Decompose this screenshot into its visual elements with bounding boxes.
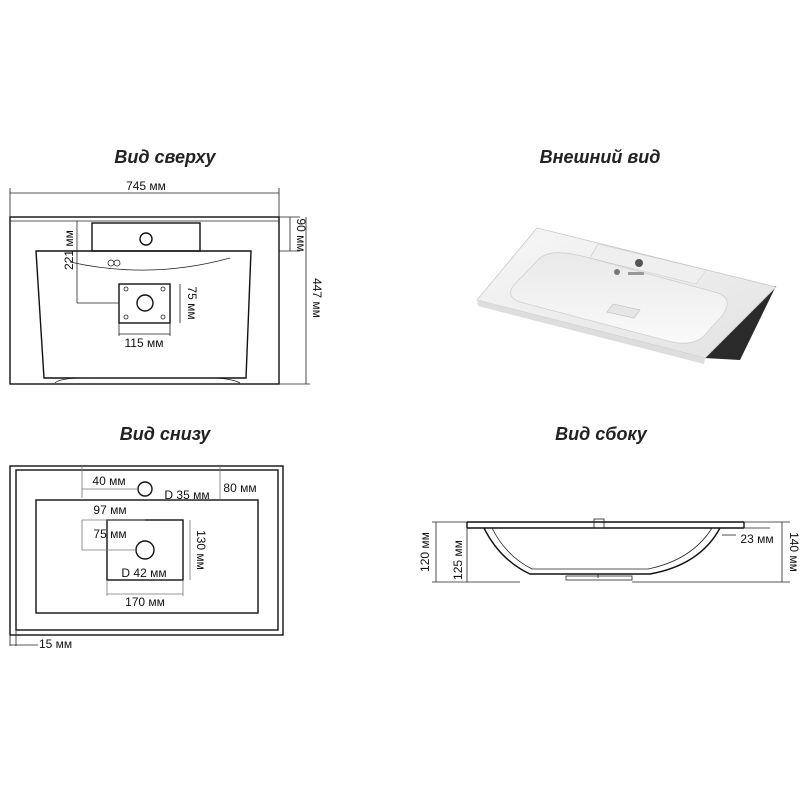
bowl-outline: [35, 250, 252, 379]
bottom-back-offset-label: 80 мм: [223, 481, 256, 495]
bottom-inner-outline: [35, 499, 259, 614]
bottom-inner-offset-label: 97 мм: [93, 503, 126, 517]
bottom-view-title: Вид снизу: [120, 424, 211, 444]
bottom-plate-height-label: 130 мм: [194, 530, 208, 570]
basin-tap-deck: [589, 243, 707, 285]
bottom-rim-outline: [15, 469, 279, 631]
exterior-view-drawing: [476, 227, 777, 364]
tap-deck: [91, 222, 201, 252]
top-outline: [9, 216, 280, 385]
drain-hole-icon: [136, 294, 154, 312]
exterior-view-title: Внешний вид: [540, 147, 661, 167]
exterior-tap-hole-icon: [635, 259, 643, 267]
top-view-title: Вид сверху: [114, 147, 216, 167]
side-total-height-label: 140 мм: [787, 532, 800, 572]
top-drain-height-label: 75 мм: [185, 286, 199, 319]
bottom-plate-width-label: 170 мм: [125, 595, 165, 609]
top-depth-label: 447 мм: [310, 278, 324, 318]
exterior-drain-icon: [606, 303, 641, 319]
bottom-view-drawing: 40 мм D 35 мм 80 мм 97 мм 75 мм D 42 мм …: [9, 465, 284, 651]
bottom-overflow-hole-icon: [137, 481, 153, 497]
side-view-title: Вид сбоку: [555, 424, 648, 444]
side-view-drawing: 120 мм 125 мм 23 мм 140 мм: [418, 518, 800, 583]
top-drain-width-label: 115 мм: [125, 336, 164, 350]
top-back-ledge-label: 90 мм: [294, 218, 308, 251]
exterior-overflow-icon: [614, 269, 620, 275]
side-bowl-profile: [483, 527, 721, 575]
top-tap-offset-label: 221 мм: [62, 230, 76, 270]
bottom-drain-offset-label: 75 мм: [93, 527, 126, 541]
tap-hole-icon: [139, 232, 153, 246]
bottom-rim-label: 15 мм: [39, 637, 72, 651]
bottom-outer-outline: [9, 465, 284, 636]
side-inner-height-label: 120 мм: [418, 532, 432, 572]
top-view-drawing: 745 мм 115 мм 75 мм 221 мм: [9, 179, 324, 385]
basin-front-edge: [477, 300, 705, 364]
drain-plate: [118, 283, 171, 324]
bottom-drain-diameter-label: D 42 мм: [121, 566, 166, 580]
bottom-drain-hole-icon: [135, 540, 155, 560]
side-edge-label: 23 мм: [740, 532, 773, 546]
side-bowl-height-label: 125 мм: [451, 540, 465, 580]
bottom-overflow-diameter-label: D 35 мм: [164, 488, 209, 502]
top-width-label: 745 мм: [126, 179, 166, 193]
bottom-overflow-offset-label: 40 мм: [92, 474, 125, 488]
